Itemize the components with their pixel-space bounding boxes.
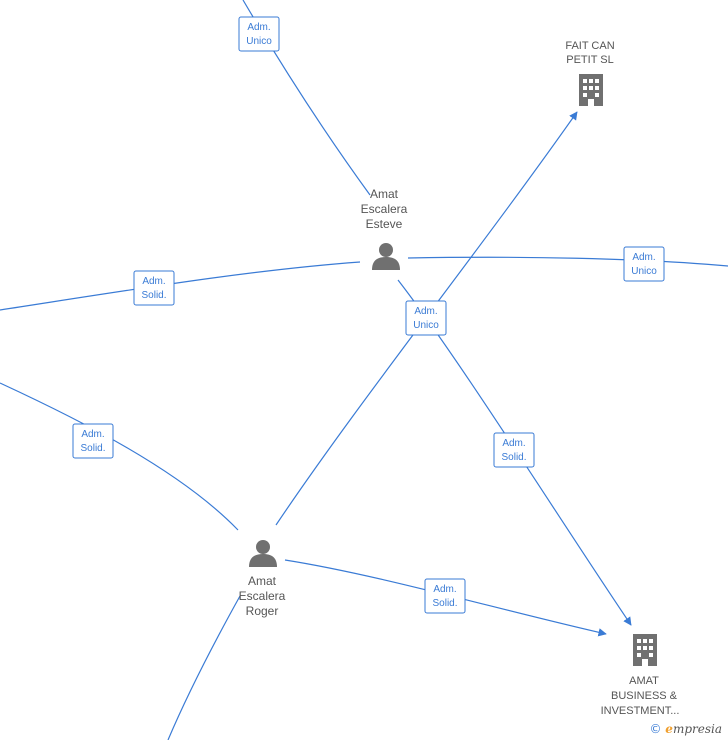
brand-name: mpresia bbox=[672, 722, 722, 736]
edge-label-line: Solid. bbox=[141, 290, 166, 301]
edge-label-line: Adm. bbox=[247, 22, 270, 33]
edge-label-line: Solid. bbox=[80, 443, 105, 454]
edge-label-line: Solid. bbox=[501, 452, 526, 463]
edge-label-line: Unico bbox=[631, 266, 657, 277]
node-label-line: FAIT CAN bbox=[565, 40, 614, 52]
edge-label-line: Adm. bbox=[502, 438, 525, 449]
person-node-esteve[interactable]: Amat Escalera Esteve bbox=[361, 187, 408, 270]
node-label-line: Amat bbox=[370, 187, 399, 201]
node-label-line: Amat bbox=[248, 574, 277, 588]
person-node-roger[interactable]: Amat Escalera Roger bbox=[239, 540, 286, 618]
person-icon bbox=[249, 540, 277, 567]
company-node-amat-business[interactable]: AMAT BUSINESS & INVESTMENT... bbox=[601, 634, 680, 717]
person-icon bbox=[372, 243, 400, 270]
copyright-icon: © bbox=[649, 722, 662, 736]
company-node-fait-can-petit[interactable]: FAIT CAN PETIT SL bbox=[565, 40, 615, 106]
node-label-line: Esteve bbox=[366, 217, 403, 231]
edge-label-line: Adm. bbox=[81, 429, 104, 440]
node-label-line: INVESTMENT... bbox=[601, 705, 680, 717]
edge-label: Adm. Solid. bbox=[72, 423, 114, 459]
edge-label-line: Adm. bbox=[433, 584, 456, 595]
edge-label: Adm. Unico bbox=[405, 300, 447, 336]
edge-line-roger-to-bottom bbox=[167, 595, 241, 740]
edge-label-line: Adm. bbox=[632, 252, 655, 263]
edge-label: Adm. Unico bbox=[623, 246, 665, 282]
edge-label-line: Unico bbox=[246, 36, 272, 47]
copyright-credit[interactable]: © empresia bbox=[647, 722, 724, 736]
edge-label: Adm. Unico bbox=[238, 16, 280, 52]
edge-label: Adm. Solid. bbox=[133, 270, 175, 306]
edge-label-line: Solid. bbox=[432, 598, 457, 609]
node-label-line: AMAT bbox=[629, 675, 659, 687]
edge-line-left-to-esteve bbox=[0, 261, 361, 311]
edge-label: Adm. Solid. bbox=[493, 432, 535, 468]
edge-line-esteve-to-right bbox=[407, 256, 728, 267]
node-label-line: Escalera bbox=[361, 202, 408, 216]
building-icon bbox=[633, 634, 657, 666]
node-label-line: Escalera bbox=[239, 589, 286, 603]
edge-line-left-to-roger bbox=[0, 382, 239, 531]
edge-label-line: Unico bbox=[413, 320, 439, 331]
edge-label: Adm. Solid. bbox=[424, 578, 466, 614]
node-label-line: BUSINESS & bbox=[611, 690, 678, 702]
edge-label-line: Adm. bbox=[142, 276, 165, 287]
node-label-line: PETIT SL bbox=[566, 54, 613, 66]
edge-label-line: Adm. bbox=[414, 306, 437, 317]
building-icon bbox=[579, 74, 603, 106]
brand-logo-initial: e bbox=[665, 722, 673, 736]
node-label-line: Roger bbox=[246, 604, 279, 618]
